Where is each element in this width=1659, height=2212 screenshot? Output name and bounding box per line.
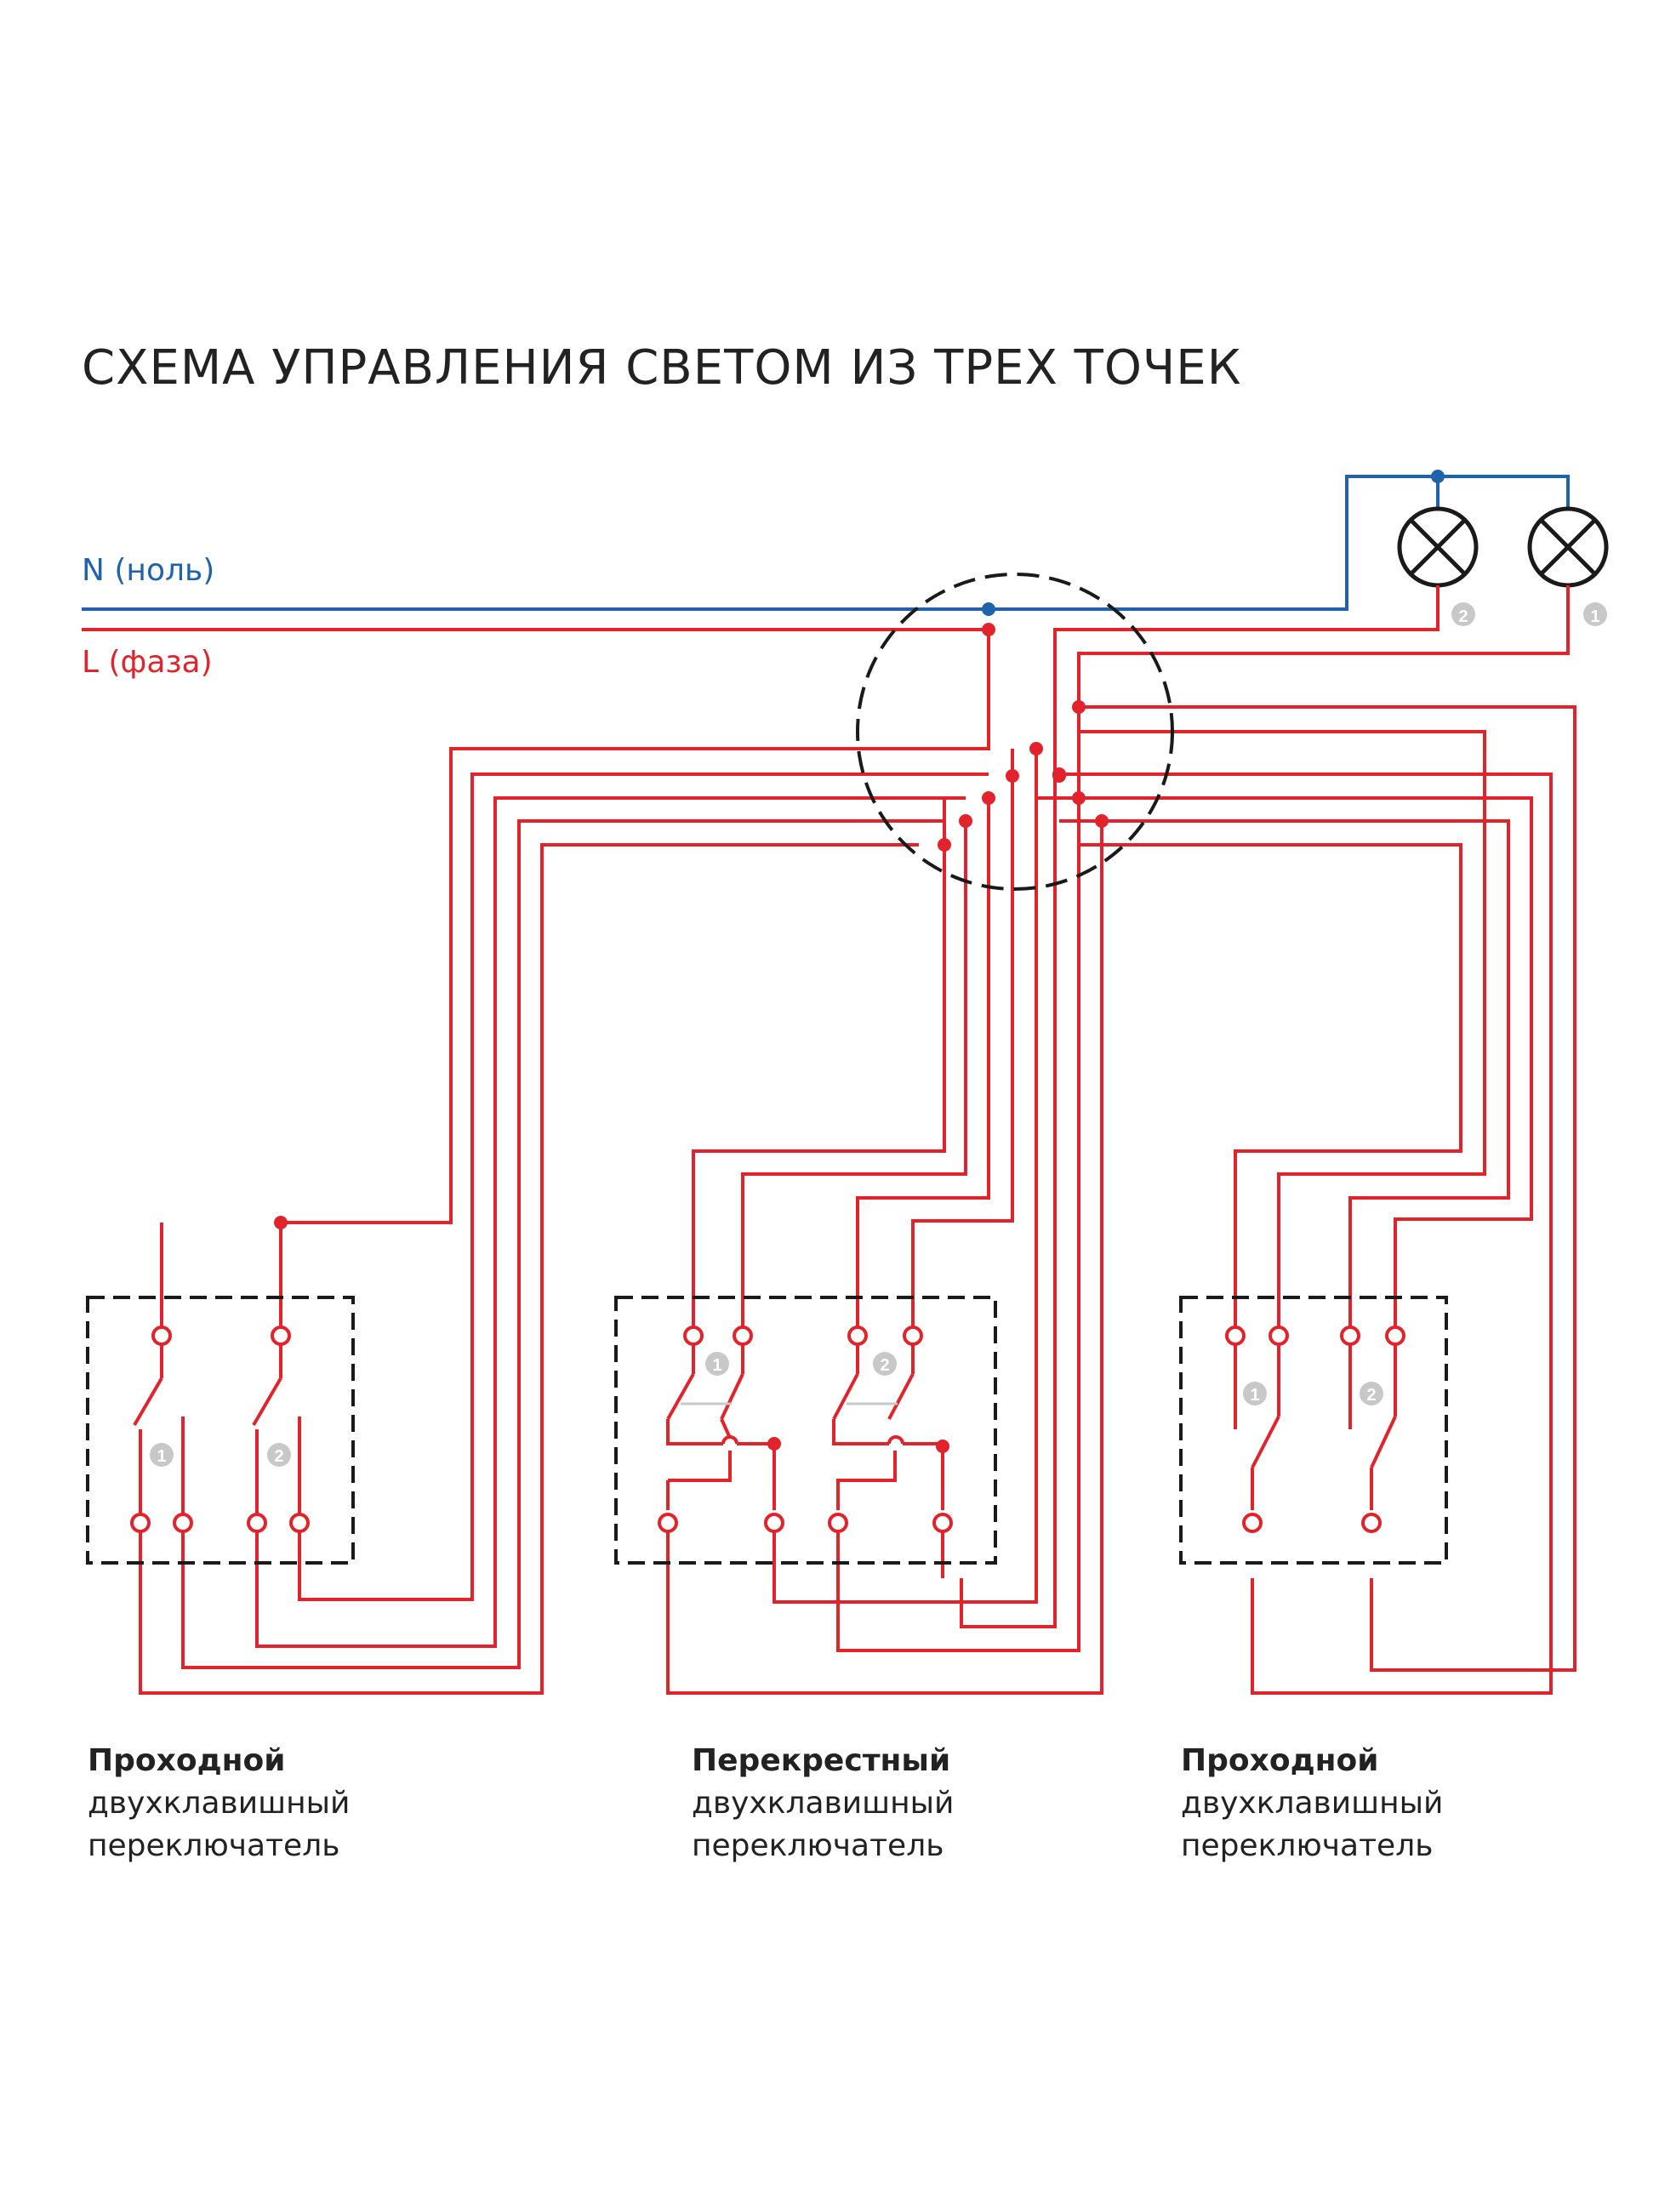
legend-phase: L (фаза) bbox=[82, 645, 213, 680]
node-9 bbox=[1095, 814, 1109, 828]
traveller-h bbox=[911, 749, 1014, 1331]
switch-cross-key-1: 1 bbox=[712, 1356, 721, 1375]
node-1 bbox=[1072, 700, 1086, 714]
caption-cross-switch: Перекрестный двухклавишный переключатель bbox=[692, 1740, 954, 1867]
phase-node-box bbox=[982, 623, 995, 636]
node-3 bbox=[1029, 742, 1043, 755]
switch-right-box bbox=[1179, 1296, 1448, 1565]
caption-right-line1: двухклавишный bbox=[1181, 1786, 1444, 1821]
caption-left-switch: Проходной двухклавишный переключатель bbox=[88, 1740, 350, 1867]
traveller-i bbox=[772, 749, 1038, 1604]
lamp-1-badge: 1 bbox=[1583, 602, 1607, 626]
switch-right-key-badges: 1 2 bbox=[1243, 1382, 1383, 1405]
phase-wires bbox=[82, 606, 1576, 1695]
neutral-wires bbox=[82, 475, 1570, 611]
neutral-main-wire bbox=[82, 475, 1570, 611]
lamp1-return-wire bbox=[836, 606, 1570, 1652]
traveller-j bbox=[1079, 705, 1576, 1672]
traveller-c bbox=[181, 819, 944, 1669]
traveller-d bbox=[139, 843, 919, 1695]
lamp-2-number: 2 bbox=[1458, 607, 1468, 626]
switch-cross-box bbox=[614, 1296, 997, 1565]
node-8 bbox=[959, 814, 972, 828]
switch-left-internals bbox=[130, 1325, 310, 1533]
switch-left-key-badges: 1 2 bbox=[150, 1443, 291, 1467]
traveller-n bbox=[1059, 819, 1510, 1331]
lamp-1 bbox=[1527, 506, 1609, 588]
junction-box bbox=[856, 573, 1174, 891]
neutral-lamp-node bbox=[1431, 470, 1445, 483]
phase-main-wire bbox=[82, 628, 990, 1224]
traveller-l bbox=[1059, 772, 1553, 1695]
lamp-2-badge: 2 bbox=[1451, 602, 1475, 626]
caption-left-line2: переключатель bbox=[88, 1828, 340, 1863]
node-5 bbox=[1052, 769, 1066, 783]
switch-right-key-2: 2 bbox=[1366, 1386, 1376, 1405]
switch-cross-internals bbox=[658, 1325, 953, 1533]
caption-cross-line2: переключатель bbox=[692, 1828, 944, 1863]
node-7 bbox=[1072, 791, 1086, 805]
cross-bottom-wire-1 bbox=[666, 821, 1103, 1695]
lamp-1-number: 1 bbox=[1590, 607, 1599, 626]
caption-cross-name: Перекрестный bbox=[692, 1743, 951, 1778]
traveller-f bbox=[741, 821, 967, 1331]
neutral-junction-box-node bbox=[982, 602, 995, 616]
legend-neutral: N (ноль) bbox=[82, 553, 215, 588]
traveller-e bbox=[692, 798, 946, 1331]
node-6 bbox=[982, 791, 995, 805]
lamp2-return-wire bbox=[960, 606, 1440, 1628]
switch-right-key-1: 1 bbox=[1250, 1386, 1259, 1405]
traveller-b bbox=[255, 796, 966, 1648]
traveller-m bbox=[1036, 796, 1533, 1331]
junction-dots bbox=[274, 623, 1109, 1453]
node-4 bbox=[1006, 769, 1019, 783]
switch-left-key-2: 2 bbox=[274, 1447, 283, 1466]
caption-left-line1: двухклавишный bbox=[88, 1786, 351, 1821]
traveller-o bbox=[1079, 843, 1462, 1331]
caption-left-name: Проходной bbox=[88, 1743, 286, 1778]
switch-left-box bbox=[86, 1296, 355, 1565]
traveller-g bbox=[856, 798, 990, 1331]
diagram-title: СХЕМА УПРАВЛЕНИЯ СВЕТОМ ИЗ ТРЕХ ТОЧЕК bbox=[82, 340, 1242, 396]
switch-cross-key-badges: 1 2 bbox=[705, 1352, 897, 1376]
caption-right-switch: Проходной двухклавишный переключатель bbox=[1181, 1740, 1443, 1867]
lamp-2 bbox=[1397, 506, 1479, 588]
caption-right-line2: переключатель bbox=[1181, 1828, 1434, 1863]
switch-left-key-1: 1 bbox=[157, 1447, 166, 1466]
caption-right-name: Проходной bbox=[1181, 1743, 1379, 1778]
switch-right-internals bbox=[1225, 1325, 1405, 1533]
traveller-a bbox=[298, 772, 989, 1601]
caption-cross-line1: двухклавишный bbox=[692, 1786, 955, 1821]
switch-cross-key-2: 2 bbox=[880, 1356, 889, 1375]
phase-node-left bbox=[274, 1216, 288, 1229]
traveller-p bbox=[1077, 707, 1486, 1331]
node-10 bbox=[938, 838, 951, 852]
